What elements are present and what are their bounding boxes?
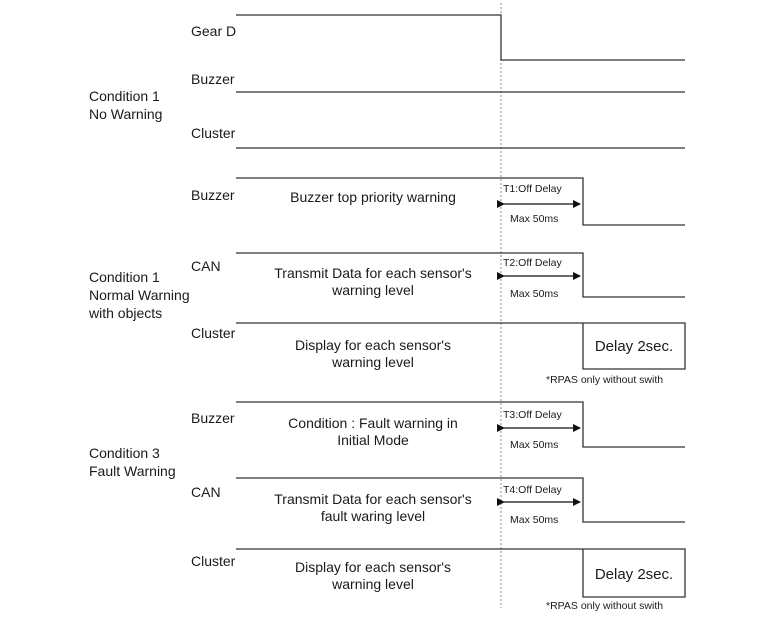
gear-d-waveform xyxy=(236,14,685,61)
t3-max-label: Max 50ms xyxy=(510,439,559,451)
signal-label-c1-cluster: Cluster xyxy=(191,125,236,141)
signal-label-c3-cluster: Cluster xyxy=(191,553,236,569)
desc-c3-buzzer: Condition : Fault warning in Initial Mod… xyxy=(288,415,458,448)
condition-label-1: Condition 1 No Warning xyxy=(89,88,163,122)
c2-buzzer-waveform xyxy=(236,177,685,226)
t4-delay-label: T4:Off Delay xyxy=(503,484,562,496)
t1-max-label: Max 50ms xyxy=(510,213,559,225)
signal-label-c2-can: CAN xyxy=(191,258,221,274)
desc-c2-cluster: Display for each sensor's warning level xyxy=(295,337,451,370)
signal-label-c2-cluster: Cluster xyxy=(191,325,236,341)
signal-label-c3-can: CAN xyxy=(191,484,221,500)
rpas-note-2: *RPAS only without swith xyxy=(546,600,664,612)
c3-cluster-waveform xyxy=(236,548,686,598)
t4-max-label: Max 50ms xyxy=(510,514,559,526)
c3-cluster-delay-label: Delay 2sec. xyxy=(594,566,674,583)
signal-label-c3-buzzer: Buzzer xyxy=(191,410,235,426)
t2-max-label: Max 50ms xyxy=(510,288,559,300)
c2-can-waveform xyxy=(236,252,685,298)
signal-label-gear-d: Gear D xyxy=(191,23,237,39)
desc-c2-can: Transmit Data for each sensor's warning … xyxy=(274,265,472,298)
t1-delay-label: T1:Off Delay xyxy=(503,183,562,195)
c3-can-waveform xyxy=(236,477,685,523)
desc-c3-cluster: Display for each sensor's warning level xyxy=(295,559,451,592)
c3-buzzer-waveform xyxy=(236,401,685,448)
c2-cluster-delay-label: Delay 2sec. xyxy=(594,338,674,355)
desc-c3-can: Transmit Data for each sensor's fault wa… xyxy=(274,491,472,524)
c2-cluster-waveform xyxy=(236,322,686,370)
rpas-note-1: *RPAS only without swith xyxy=(546,374,664,386)
signal-label-c1-buzzer: Buzzer xyxy=(191,71,235,87)
desc-c2-buzzer: Buzzer top priority warning xyxy=(290,189,456,205)
condition-label-2: Condition 1 Normal Warning with objects xyxy=(89,269,190,321)
condition-label-3: Condition 3 Fault Warning xyxy=(89,445,176,479)
signal-label-c2-buzzer: Buzzer xyxy=(191,187,235,203)
t2-delay-label: T2:Off Delay xyxy=(503,257,562,269)
t3-delay-label: T3:Off Delay xyxy=(503,409,562,421)
